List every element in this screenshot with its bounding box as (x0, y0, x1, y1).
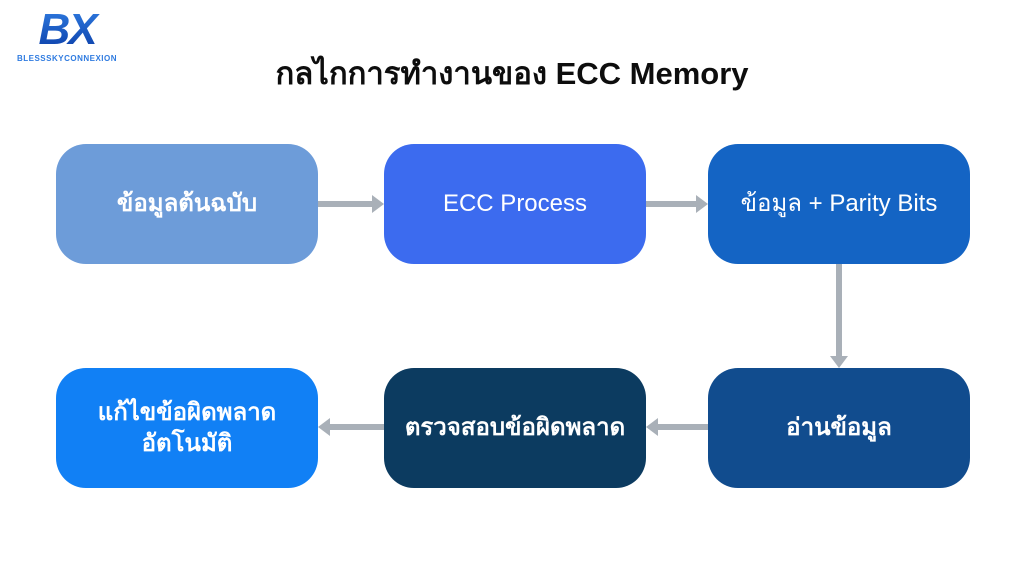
flow-node-data-parity-bits-label: ข้อมูล + Parity Bits (740, 190, 938, 218)
flow-node-source-data: ข้อมูลต้นฉบับ (56, 144, 318, 264)
arrow-source-to-ecc (318, 195, 384, 213)
flow-node-read-data: อ่านข้อมูล (708, 368, 970, 488)
flow-node-auto-fix: แก้ไขข้อผิดพลาด อัตโนมัติ (56, 368, 318, 488)
logo-bx-mark: BX (12, 8, 122, 52)
arrow-parity-to-read (830, 264, 848, 368)
flow-node-source-data-label: ข้อมูลต้นฉบับ (116, 190, 258, 218)
flow-node-auto-fix-label: แก้ไขข้อผิดพลาด อัตโนมัติ (97, 398, 277, 457)
page-title: กลไกการทำงานของ ECC Memory (275, 56, 749, 91)
company-logo: BX BLESSSKYCONNEXION (12, 8, 122, 64)
flow-node-check-errors: ตรวจสอบข้อผิดพลาด (384, 368, 646, 488)
arrow-ecc-to-parity (646, 195, 708, 213)
flow-node-check-errors-label: ตรวจสอบข้อผิดพลาด (404, 414, 626, 442)
logo-company-name: BLESSSKYCONNEXION (16, 54, 118, 63)
flow-node-ecc-process: ECC Process (384, 144, 646, 264)
flow-node-ecc-process-label: ECC Process (442, 190, 588, 218)
flow-node-data-parity-bits: ข้อมูล + Parity Bits (708, 144, 970, 264)
arrow-read-to-check (646, 418, 708, 436)
flow-node-read-data-label: อ่านข้อมูล (786, 414, 892, 442)
arrow-check-to-fix (318, 418, 384, 436)
